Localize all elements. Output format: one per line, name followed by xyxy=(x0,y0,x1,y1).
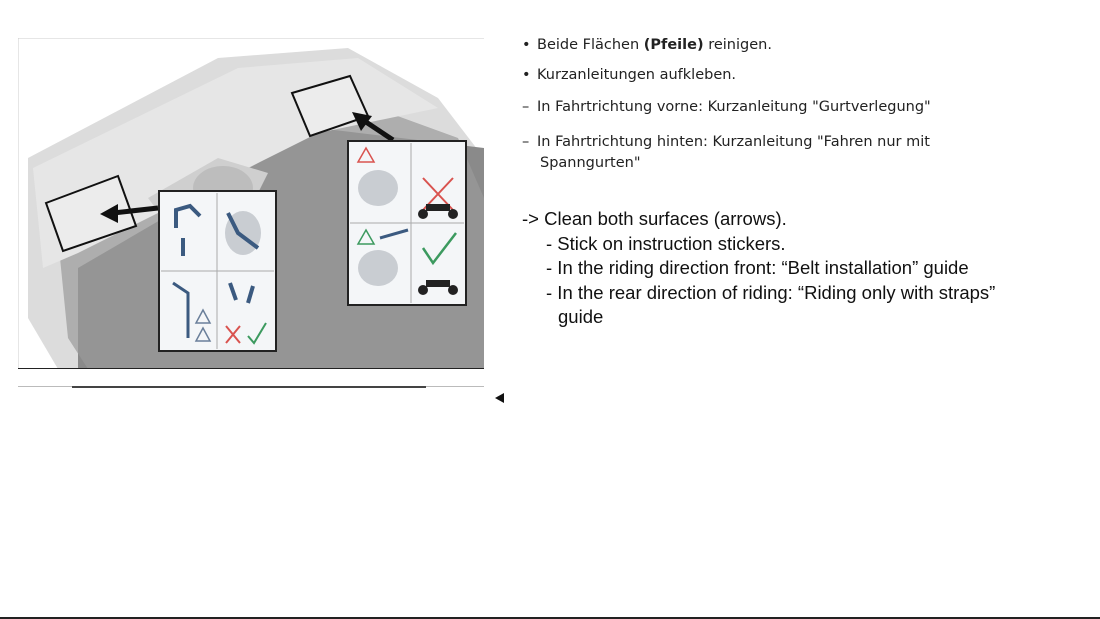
german-item-2: • Kurzanleitungen aufkleben. xyxy=(522,65,736,86)
text: Beide Flächen xyxy=(537,37,644,53)
bold-text: (Pfeile) xyxy=(643,37,704,53)
suitcase-sticker-illustration xyxy=(18,38,484,369)
left-pointer-icon xyxy=(495,393,504,403)
bullet: • xyxy=(522,37,531,53)
belt-installation-guide-card xyxy=(158,190,277,352)
english-line: - In the riding direction front: “Belt i… xyxy=(546,257,969,278)
bullet: • xyxy=(522,67,531,83)
english-line: - Stick on instruction stickers. xyxy=(546,232,786,254)
german-item-4: –In Fahrtrichtung hinten: Kurzanleitung … xyxy=(522,132,930,174)
german-item-3: –In Fahrtrichtung vorne: Kurzanleitung "… xyxy=(522,97,931,118)
page-bottom-rule xyxy=(0,617,1100,619)
text: In Fahrtrichtung hinten: Kurzanleitung "… xyxy=(537,134,930,150)
english-line: - In the rear direction of riding: “Ridi… xyxy=(546,281,996,303)
english-line: guide xyxy=(558,306,604,327)
english-translation: -> Clean both surfaces (arrows). - Stick… xyxy=(522,207,995,330)
english-line: -> Clean both surfaces (arrows). xyxy=(522,208,787,229)
separator-line-dark xyxy=(72,386,426,388)
text: In Fahrtrichtung vorne: Kurzanleitung "G… xyxy=(537,99,931,115)
dash: – xyxy=(522,134,530,150)
text: reinigen. xyxy=(703,37,772,53)
text: Spanngurten" xyxy=(540,155,641,171)
german-item-1: • Beide Flächen (Pfeile) reinigen. xyxy=(522,35,772,56)
figure-bottom-rule xyxy=(18,368,484,369)
dash: – xyxy=(522,99,530,115)
text: Kurzanleitungen aufkleben. xyxy=(537,67,737,83)
riding-only-with-straps-guide-card xyxy=(347,140,467,306)
